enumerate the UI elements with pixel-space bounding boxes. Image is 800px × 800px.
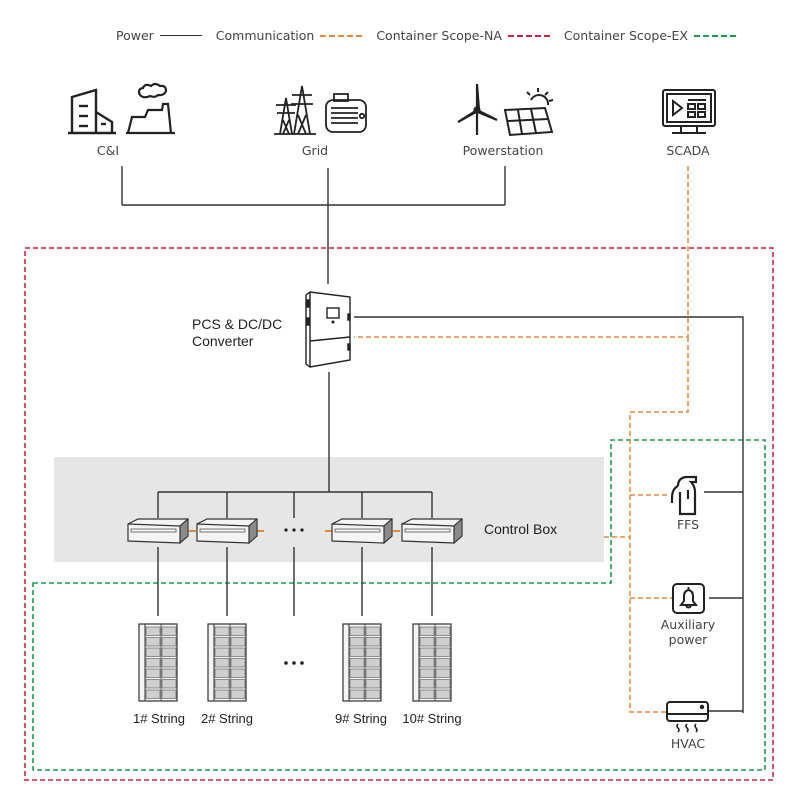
transmission-tower-icon (274, 85, 316, 135)
ci-label: C&I (96, 143, 120, 158)
powerstation-label: Powerstation (462, 143, 544, 158)
pcs-label-line2: Converter (192, 333, 254, 349)
control-box-icon (196, 517, 258, 545)
control-box-icon (401, 517, 463, 545)
legend-swatch-scope-na (507, 34, 550, 37)
fire-extinguisher-icon (670, 475, 698, 516)
legend-swatch-communication (320, 34, 363, 37)
grid-label: Grid (301, 143, 329, 158)
building-icon (68, 88, 116, 135)
legend-item-power: Power (116, 28, 202, 43)
aux-power-label-line1: Auxiliary (660, 617, 716, 632)
legend-label-communication: Communication (215, 28, 315, 43)
battery-rack-icon (342, 623, 382, 702)
string-label: 2# String (200, 711, 254, 726)
hvac-label: HVAC (670, 736, 706, 751)
legend-label-power: Power (116, 28, 154, 43)
string-label: 1# String (132, 711, 186, 726)
legend-item-scope-ex: Container Scope-EX (564, 28, 736, 43)
transformer-icon (325, 93, 367, 133)
battery-rack-icon (412, 623, 452, 702)
control-box-icon (331, 517, 393, 545)
strings-ellipsis (284, 661, 304, 665)
communication-lines (354, 166, 689, 713)
legend-item-scope-na: Container Scope-NA (376, 28, 550, 43)
solar-panel-icon (503, 88, 554, 137)
legend-label-scope-na: Container Scope-NA (376, 28, 502, 43)
wind-turbine-icon (457, 83, 498, 135)
power-lines-dc-bus (157, 372, 433, 616)
battery-rack-icon (138, 623, 178, 702)
bell-icon (672, 583, 705, 614)
string-label: 9# String (334, 711, 388, 726)
air-conditioner-icon (666, 701, 709, 733)
legend-swatch-power (159, 35, 202, 36)
legend: Power Communication Container Scope-NA C… (116, 28, 750, 43)
legend-swatch-scope-ex (694, 34, 736, 37)
monitor-icon (662, 89, 716, 134)
pcs-label-line1: PCS & DC/DC (192, 316, 283, 332)
scada-label: SCADA (666, 143, 710, 158)
legend-label-scope-ex: Container Scope-EX (563, 28, 688, 43)
control-box-label: Control Box (484, 521, 558, 537)
string-label: 10# String (402, 711, 462, 726)
control-box-icon (127, 517, 189, 545)
power-lines-aux (354, 316, 744, 713)
control-box-ellipsis (284, 528, 304, 532)
factory-icon (126, 82, 175, 135)
legend-item-communication: Communication (216, 28, 363, 43)
ffs-label: FFS (676, 517, 700, 532)
pcs-cabinet-icon (305, 291, 351, 368)
aux-power-label-line2: power (668, 632, 708, 647)
container-scope-ex-boundary (32, 439, 766, 771)
power-lines-sources (121, 166, 506, 284)
battery-rack-icon (207, 623, 247, 702)
